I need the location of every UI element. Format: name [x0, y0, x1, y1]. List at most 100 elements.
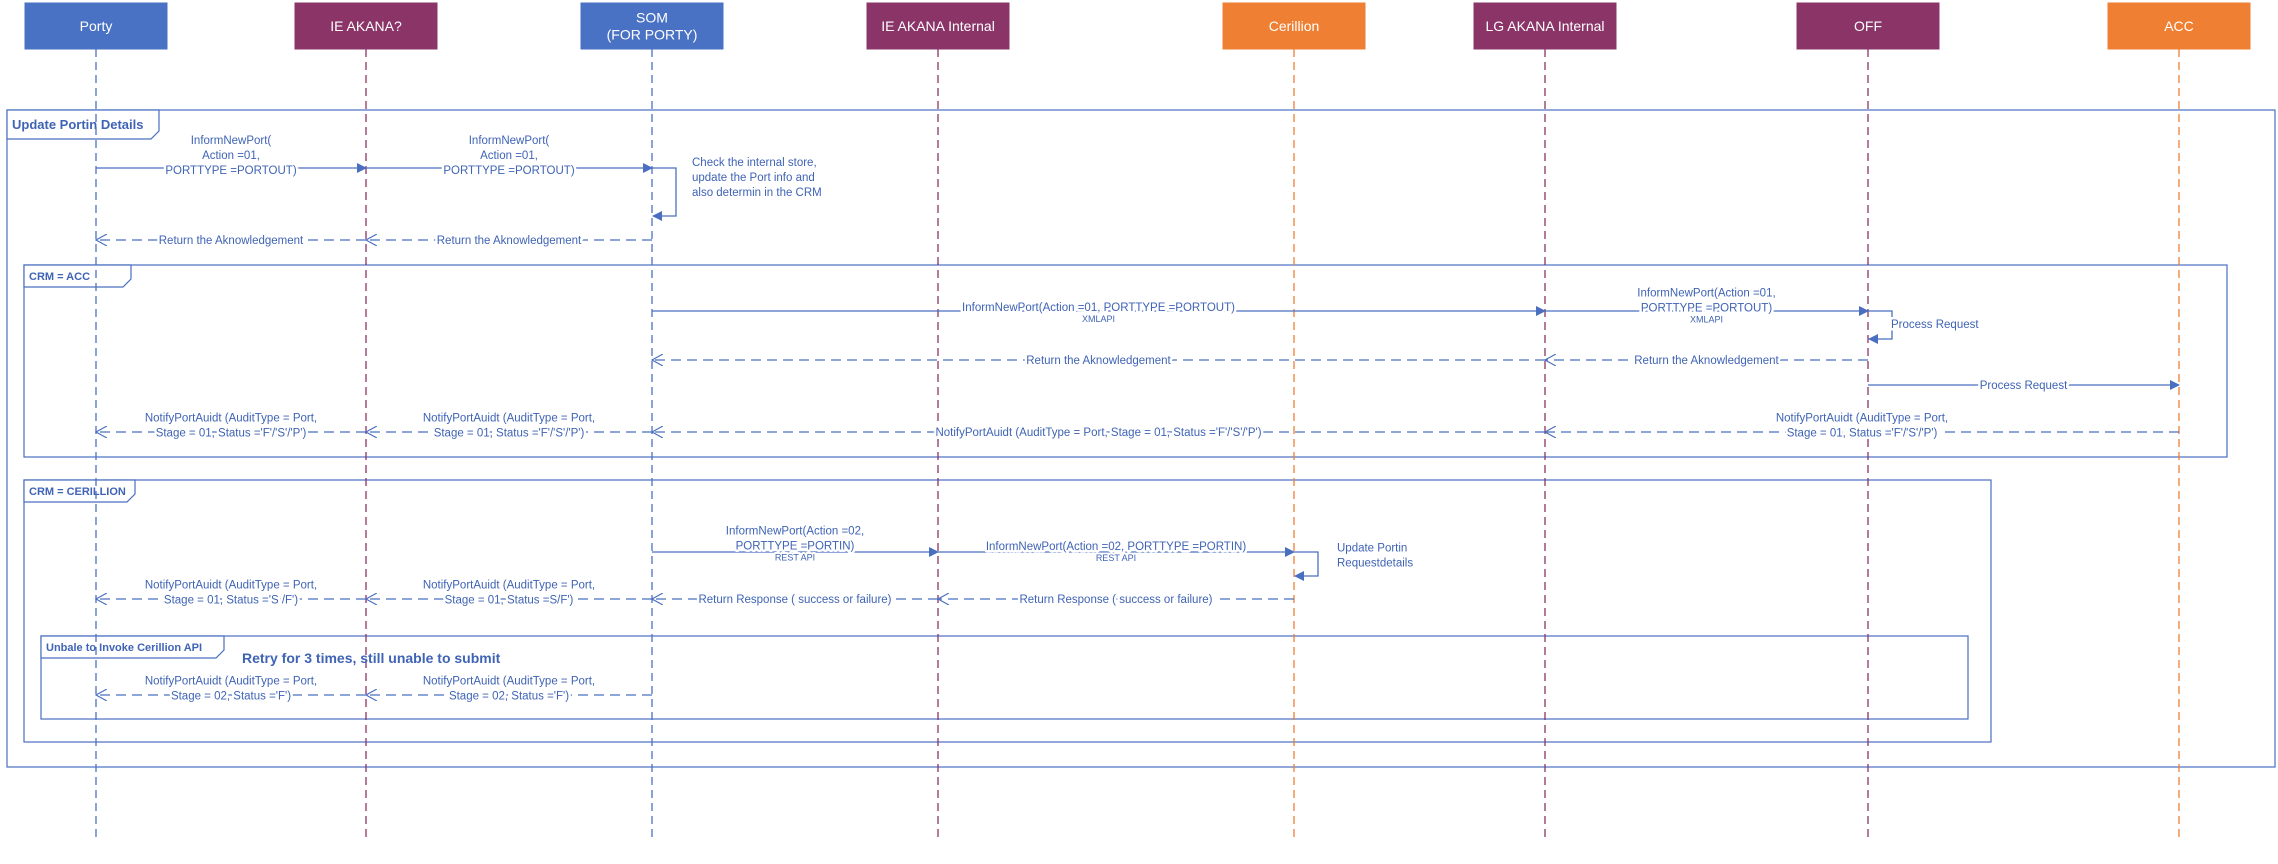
message-label: NotifyPortAuidt (AuditType = Port, — [423, 580, 595, 592]
participant-box — [580, 2, 724, 50]
message-m16: InformNewPort(Action =02, PORTTYPE =PORTI… — [652, 523, 939, 565]
message-label: Stage = 02, Status ='F') — [449, 691, 569, 703]
message-m2: InformNewPort( Action =01, PORTTYPE =PORTO… — [366, 133, 653, 180]
frame-title: Update Portin Details — [12, 117, 143, 132]
self-message-arrow — [1294, 551, 1319, 581]
message-m20: Return Response ( success or failure) — [652, 592, 938, 609]
message-label: also determin in the CRM — [692, 187, 822, 199]
message-m9: Return the Aknowledgement — [1545, 353, 1868, 370]
message-m22: NotifyPortAuidt (AuditType = Port, Stage … — [96, 577, 366, 609]
message-label: Stage = 01, Status ='F'/'S'/'P') — [156, 428, 307, 440]
participant-label: LG AKANA Internal — [1485, 18, 1604, 34]
participant-box — [294, 2, 438, 50]
message-m1: InformNewPort( Action =01, PORTTYPE =PORTO… — [96, 133, 367, 180]
message-protocol: XMLAPI — [1082, 314, 1115, 324]
message-label: NotifyPortAuidt (AuditType = Port, — [423, 413, 595, 425]
participant-label: IE AKANA? — [330, 18, 402, 34]
participant-acc: ACC — [2107, 2, 2251, 50]
message-label: Process Request — [1980, 380, 2068, 392]
participant-box — [866, 2, 1010, 50]
message-label: NotifyPortAuidt (AuditType = Port, — [145, 580, 317, 592]
message-label: NotifyPortAuidt (AuditType = Port, Stage… — [935, 427, 1261, 439]
message-m10: Return the Aknowledgement — [652, 353, 1545, 370]
participant-lg_akana_internal: LG AKANA Internal — [1473, 2, 1617, 50]
participant-label: IE AKANA Internal — [881, 18, 995, 34]
message-label: PORTTYPE =PORTOUT) — [165, 165, 296, 177]
frame-tab — [23, 264, 132, 288]
participant-box — [1796, 2, 1940, 50]
message-label: Requestdetails — [1337, 558, 1413, 570]
message-label: InformNewPort( — [469, 135, 550, 147]
participant-label: Porty — [80, 18, 113, 34]
message-label: PORTTYPE =PORTOUT) — [1641, 303, 1772, 315]
frame-unable-invoke-cerillion: Unbale to Invoke Cerillion API — [40, 635, 1969, 720]
message-protocol: REST API — [1096, 553, 1136, 563]
participant-label: Cerillion — [1269, 18, 1320, 34]
message-m17: InformNewPort(Action =02, PORTTYPE =PORT… — [938, 539, 1295, 565]
participant-box — [1222, 2, 1366, 50]
message-label: InformNewPort(Action =02, PORTTYPE =PORT… — [986, 541, 1246, 553]
message-label: InformNewPort(Action =01, — [1637, 288, 1775, 300]
message-label: InformNewPort( — [191, 135, 272, 147]
message-m14: NotifyPortAuidt (AuditType = Port, Stage … — [366, 410, 652, 442]
message-m11: Process Request — [1868, 378, 2180, 395]
participant-off: OFF — [1796, 2, 1940, 50]
message-label: Return Response ( success or failure) — [1019, 594, 1212, 606]
participant-label: SOM — [636, 10, 668, 26]
frame-crm-cerillion: CRM = CERILLION — [23, 479, 1992, 743]
participant-label: OFF — [1854, 18, 1882, 34]
message-label: Return the Aknowledgement — [437, 235, 582, 247]
self-message-arrow — [1868, 310, 1893, 344]
participant-som: SOM(FOR PORTY) — [580, 2, 724, 50]
frame-update-portin-details: Update Portin Details — [6, 109, 2276, 768]
message-label: Return the Aknowledgement — [159, 235, 304, 247]
message-label: Stage = 01, Status ='F'/'S'/'P') — [434, 428, 585, 440]
participant-ie_akana_internal: IE AKANA Internal — [866, 2, 1010, 50]
message-label: Stage = 01, Status =S/F') — [445, 595, 574, 607]
message-m6: InformNewPort(Action =01, PORTTYPE =PORT… — [652, 300, 1546, 326]
message-label: NotifyPortAuidt (AuditType = Port, — [145, 413, 317, 425]
message-label: Stage = 02, Status ='F') — [171, 691, 291, 703]
message-label: Update Portin — [1337, 543, 1407, 555]
message-m13: NotifyPortAuidt (AuditType = Port, Stage… — [652, 425, 1545, 442]
message-m12: NotifyPortAuidt (AuditType = Port, Stage … — [1545, 410, 2179, 442]
message-m7: InformNewPort(Action =01, PORTTYPE =PORTO… — [1545, 285, 1869, 327]
participant-box — [1473, 2, 1617, 50]
participant-porty: Porty — [24, 2, 168, 50]
message-m8: Process Request — [1868, 310, 1982, 344]
message-protocol: XMLAPI — [1690, 315, 1723, 325]
frame-title: Unbale to Invoke Cerillion API — [46, 642, 202, 654]
message-label: NotifyPortAuidt (AuditType = Port, — [145, 676, 317, 688]
message-label: NotifyPortAuidt (AuditType = Port, — [1776, 413, 1948, 425]
frame-tab — [6, 109, 160, 140]
participant-label: ACC — [2164, 18, 2194, 34]
message-m5: Return the Aknowledgement — [96, 233, 366, 250]
message-label: Action =01, — [480, 150, 538, 162]
message-label: Check the internal store, — [692, 157, 817, 169]
message-m21: NotifyPortAuidt (AuditType = Port, Stage … — [366, 577, 652, 609]
message-m4: Return the Aknowledgement — [366, 233, 652, 250]
message-m15: NotifyPortAuidt (AuditType = Port, Stage … — [96, 410, 366, 442]
frame-tab — [40, 635, 225, 659]
message-label: PORTTYPE =PORTOUT) — [443, 165, 574, 177]
message-label: PORTTYPE =PORTIN) — [736, 541, 855, 553]
message-label: Return the Aknowledgement — [1634, 355, 1779, 367]
message-m3: Check the internal store, update the Port… — [652, 155, 824, 221]
message-m23: NotifyPortAuidt (AuditType = Port,Stage … — [366, 673, 652, 705]
participant-box — [2107, 2, 2251, 50]
message-m19: Return Response ( success or failure) — [938, 592, 1294, 609]
message-protocol: REST API — [775, 553, 815, 563]
retry-note: Retry for 3 times, still unable to submi… — [242, 650, 501, 666]
participant-cerillion: Cerillion — [1222, 2, 1366, 50]
message-label: InformNewPort(Action =02, — [726, 526, 864, 538]
participant-label: (FOR PORTY) — [607, 27, 698, 43]
message-label: Stage = 01, Status ='S /F') — [164, 595, 298, 607]
message-label: Return the Aknowledgement — [1026, 355, 1171, 367]
participant-ie_akana: IE AKANA? — [294, 2, 438, 50]
frame-crm-acc: CRM = ACC — [23, 264, 2228, 458]
message-label: Action =01, — [202, 150, 260, 162]
message-label: InformNewPort(Action =01, PORTTYPE =PORT… — [962, 302, 1235, 314]
message-label: Stage = 01, Status ='F'/'S'/'P') — [1787, 428, 1938, 440]
message-label: update the Port info and — [692, 172, 815, 184]
